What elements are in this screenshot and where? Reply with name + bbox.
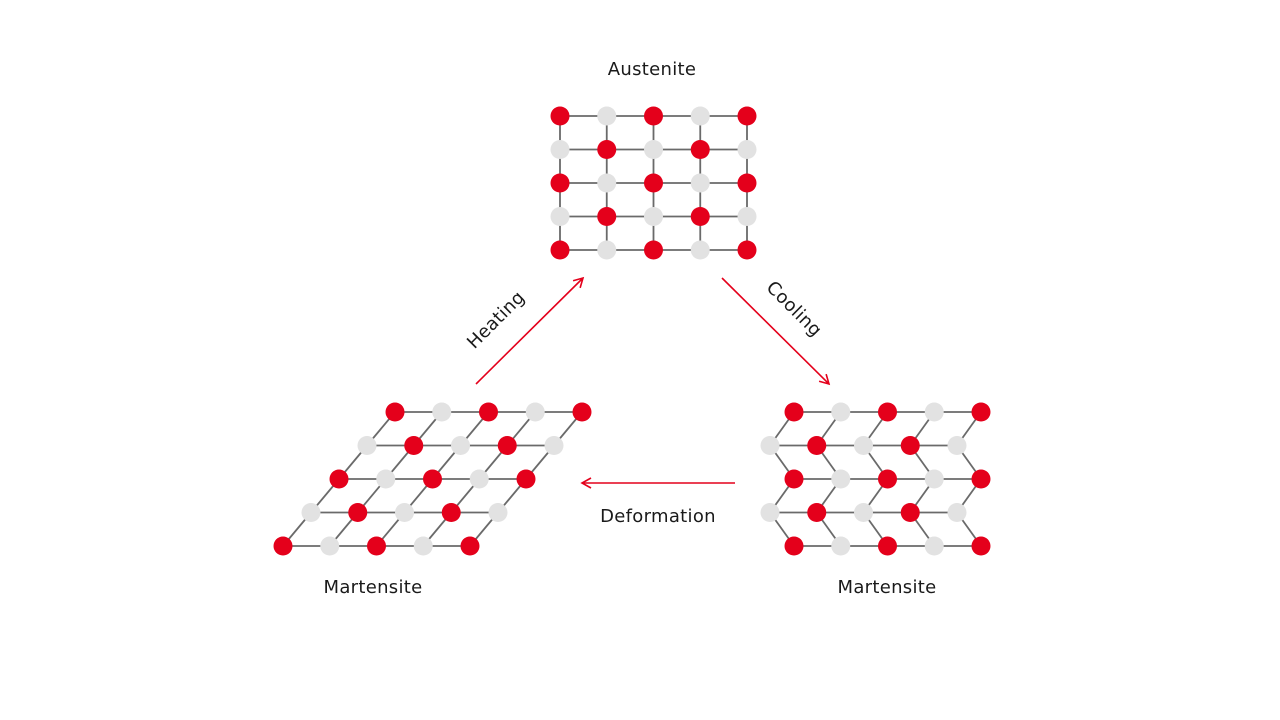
martensite-sheared-atom	[320, 536, 340, 556]
martensite-twinned-atom	[878, 402, 897, 422]
martensite-sheared-atom	[357, 436, 377, 455]
heating-arrow	[475, 276, 585, 385]
austenite-label: Austenite	[608, 59, 696, 80]
martensite-twinned-atom	[807, 436, 827, 455]
cooling-label: Cooling	[762, 277, 826, 341]
martensite-twinned-atom	[947, 436, 967, 455]
austenite-atom	[644, 207, 663, 226]
martensite-twinned-atom	[807, 503, 827, 522]
austenite-atom	[737, 240, 757, 260]
martensite-sheared-atom	[329, 469, 349, 489]
martensite-twinned-atom	[878, 536, 897, 556]
martensite-twinned-atom	[924, 469, 944, 489]
austenite-atom	[690, 140, 710, 159]
austenite-atom	[690, 106, 710, 126]
martensite-sheared-atom	[385, 402, 405, 422]
austenite-atom	[597, 207, 617, 226]
austenite-atom	[644, 173, 663, 193]
heating-label: Heating	[463, 287, 529, 353]
martensite-sheared-atom	[404, 436, 424, 455]
martensite-sheared-atom	[348, 503, 368, 522]
martensite-twinned-atom	[971, 469, 991, 489]
martensite-sheared-atom	[460, 536, 480, 556]
martensite-sheared-atom	[395, 503, 414, 522]
austenite-atom	[550, 140, 570, 159]
austenite-atom	[690, 240, 710, 260]
austenite-atom	[690, 207, 710, 226]
cooling-arrow	[721, 277, 831, 386]
martensite-sheared-label: Martensite	[323, 577, 422, 598]
martensite-twinned-atom	[784, 536, 804, 556]
austenite-lattice	[550, 106, 757, 260]
martensite-twinned-atom	[900, 436, 920, 455]
martensite-twinned-atom	[784, 469, 804, 489]
martensite-sheared-atom	[525, 402, 545, 422]
martensite-twinned-atom	[900, 503, 920, 522]
martensite-sheared-atom	[413, 536, 433, 556]
martensite-sheared-atom	[301, 503, 321, 522]
martensite-sheared-atom	[516, 469, 536, 489]
martensite-sheared-atom	[544, 436, 564, 455]
austenite-atom	[597, 140, 617, 159]
martensite-twinned-atom	[971, 536, 991, 556]
austenite-atom	[644, 240, 663, 260]
austenite-atom	[550, 240, 570, 260]
austenite-atom	[737, 207, 757, 226]
austenite-atom	[597, 173, 617, 193]
martensite-twinned-atom	[924, 536, 944, 556]
martensite-sheared-atom	[432, 402, 452, 422]
martensite-twinned-atom	[784, 402, 804, 422]
martensite-twinned-atom	[924, 402, 944, 422]
martensite-sheared-atom	[479, 402, 498, 422]
martensite-twinned-atom	[878, 469, 897, 489]
martensite-sheared-atom	[441, 503, 461, 522]
martensite-sheared-atom	[497, 436, 517, 455]
martensite-sheared-atom	[273, 536, 293, 556]
martensite-twinned-atom	[947, 503, 967, 522]
austenite-atom	[550, 207, 570, 226]
austenite-atom	[737, 173, 757, 193]
austenite-atom	[597, 240, 617, 260]
martensite-sheared-atom	[376, 469, 396, 489]
martensite-twinned-atom	[831, 536, 851, 556]
austenite-atom	[550, 106, 570, 126]
martensite-sheared-atom	[451, 436, 470, 455]
austenite-atom	[737, 106, 757, 126]
martensite-sheared-atom	[572, 402, 592, 422]
martensite-sheared-lattice	[273, 402, 592, 556]
martensite-sheared-atom	[423, 469, 442, 489]
martensite-twinned-atom	[760, 436, 780, 455]
martensite-twinned-atom	[854, 503, 873, 522]
martensite-twinned-atom	[831, 402, 851, 422]
austenite-atom	[597, 106, 617, 126]
martensite-twinned-atom	[854, 436, 873, 455]
austenite-atom	[644, 140, 663, 159]
austenite-atom	[644, 106, 663, 126]
martensite-twinned-atom	[971, 402, 991, 422]
martensite-twinned-lattice	[760, 402, 991, 556]
martensite-sheared-atom	[488, 503, 508, 522]
martensite-twinned-label: Martensite	[837, 577, 936, 598]
austenite-atom	[737, 140, 757, 159]
austenite-atom	[550, 173, 570, 193]
martensite-sheared-atom	[469, 469, 489, 489]
martensite-sheared-atom	[367, 536, 386, 556]
martensite-twinned-atom	[760, 503, 780, 522]
martensite-twinned-atom	[831, 469, 851, 489]
austenite-atom	[690, 173, 710, 193]
deformation-label: Deformation	[600, 506, 716, 527]
